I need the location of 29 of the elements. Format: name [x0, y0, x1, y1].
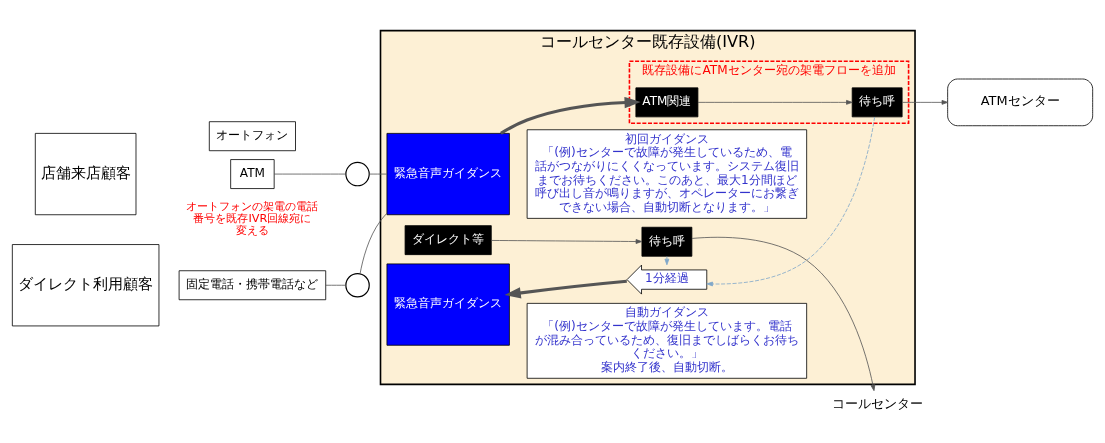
arrow	[490, 238, 643, 244]
node-box: 初回ガイダンス 「(例)センターで故障が発生しているため、電話がつながりにくくなっています。システム復旧までお待ちください。このあと、最大1分間ほど呼び出し音が鳴りますが、オペレーターにお繋ぎできない場合、自動切断となります。」	[526, 128, 808, 219]
arrow	[664, 255, 670, 265]
arrow	[901, 99, 949, 105]
arrow	[706, 116, 875, 286]
node-text: コールセンター	[831, 395, 923, 411]
node-box: ダイレクト利用顧客	[11, 243, 160, 326]
node-box: 緊急音声ガイダンス	[386, 263, 510, 346]
label: オートフォンの架電の電話番号を既存IVR回線宛に変える	[186, 199, 319, 237]
arrow	[697, 99, 853, 105]
node-box: ATM	[230, 158, 275, 189]
arrow	[504, 279, 627, 298]
node-box: ダイレクト等	[404, 224, 492, 255]
node-box: ATMセンター	[947, 78, 1094, 126]
node-circle	[345, 161, 370, 186]
node-box: オートフォン	[208, 120, 296, 151]
node-box: 店舗来店顧客	[34, 132, 137, 215]
connector	[325, 284, 347, 286]
node-box: 緊急音声ガイダンス	[386, 132, 510, 215]
node-circle	[345, 272, 370, 298]
node-box: 固定電話・携帯電話など	[178, 269, 327, 300]
node-box: 待ち呼	[851, 86, 903, 117]
connector	[359, 212, 388, 274]
node-box: ATM関連	[635, 86, 699, 117]
connector	[368, 173, 388, 174]
connector	[273, 173, 347, 174]
node-box: 自動ガイダンス 「(例)センターで故障が発生しています。電話が混み合っているため、復旧までしばらくお待ちください。」 案内終了後、自動切断。	[526, 302, 808, 379]
arrow	[691, 236, 876, 391]
arrow	[500, 96, 641, 135]
